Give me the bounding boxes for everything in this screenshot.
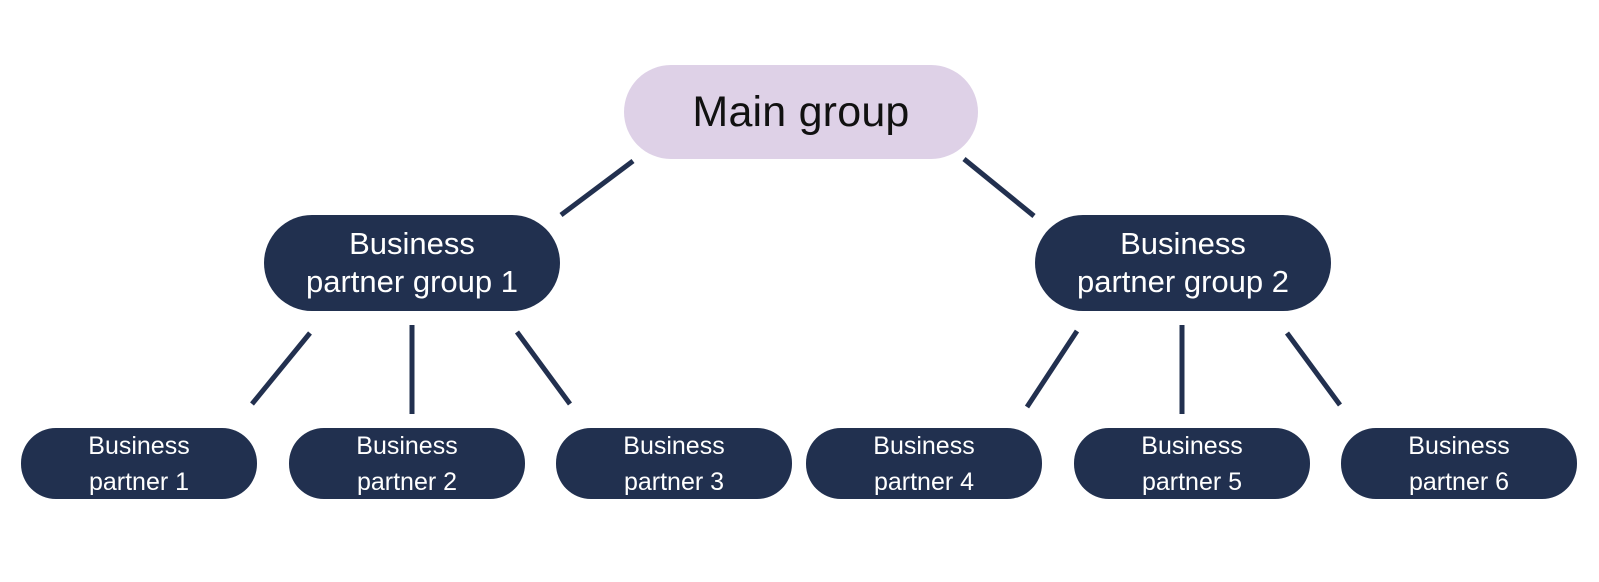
business-partner-1-node: Business partner 1 xyxy=(21,428,257,499)
group-label-line-2: partner group 1 xyxy=(306,264,518,299)
partner-label-line-1: Business xyxy=(623,431,725,460)
partner-label-line-1: Business xyxy=(873,431,975,460)
business-partner-5-node: Business partner 5 xyxy=(1074,428,1310,499)
partner-label-line-1: Business xyxy=(1141,431,1243,460)
group-label-line-1: Business xyxy=(1120,226,1246,261)
partner-label-line-2: partner 2 xyxy=(356,467,458,496)
partner-label-line-2: partner 3 xyxy=(623,467,725,496)
connector-group-1-to-partner-1 xyxy=(250,331,312,406)
partner-label-line-2: partner 5 xyxy=(1141,467,1243,496)
business-partner-4-node: Business partner 4 xyxy=(806,428,1042,499)
connector-main-to-group-1 xyxy=(559,159,635,217)
main-group-node: Main group xyxy=(624,65,978,159)
business-partner-group-2-node: Business partner group 2 xyxy=(1035,215,1331,311)
business-partner-group-1-node: Business partner group 1 xyxy=(264,215,560,311)
partner-label-line-2: partner 4 xyxy=(873,467,975,496)
group-label-line-1: Business xyxy=(349,226,475,261)
connector-group-2-to-partner-4 xyxy=(1024,329,1080,409)
business-partner-3-node: Business partner 3 xyxy=(556,428,792,499)
business-partner-2-node: Business partner 2 xyxy=(289,428,525,499)
partner-label-line-2: partner 1 xyxy=(88,467,190,496)
connector-main-to-group-2 xyxy=(962,157,1036,218)
partner-label-line-1: Business xyxy=(1408,431,1510,460)
partner-label-line-2: partner 6 xyxy=(1408,467,1510,496)
connector-group-2-to-partner-6 xyxy=(1284,331,1343,407)
partner-label-line-1: Business xyxy=(88,431,190,460)
connector-group-1-to-partner-3 xyxy=(514,330,573,406)
group-label-line-2: partner group 2 xyxy=(1077,264,1289,299)
partner-label-line-1: Business xyxy=(356,431,458,460)
business-partner-6-node: Business partner 6 xyxy=(1341,428,1577,499)
main-group-label: Main group xyxy=(692,87,910,136)
